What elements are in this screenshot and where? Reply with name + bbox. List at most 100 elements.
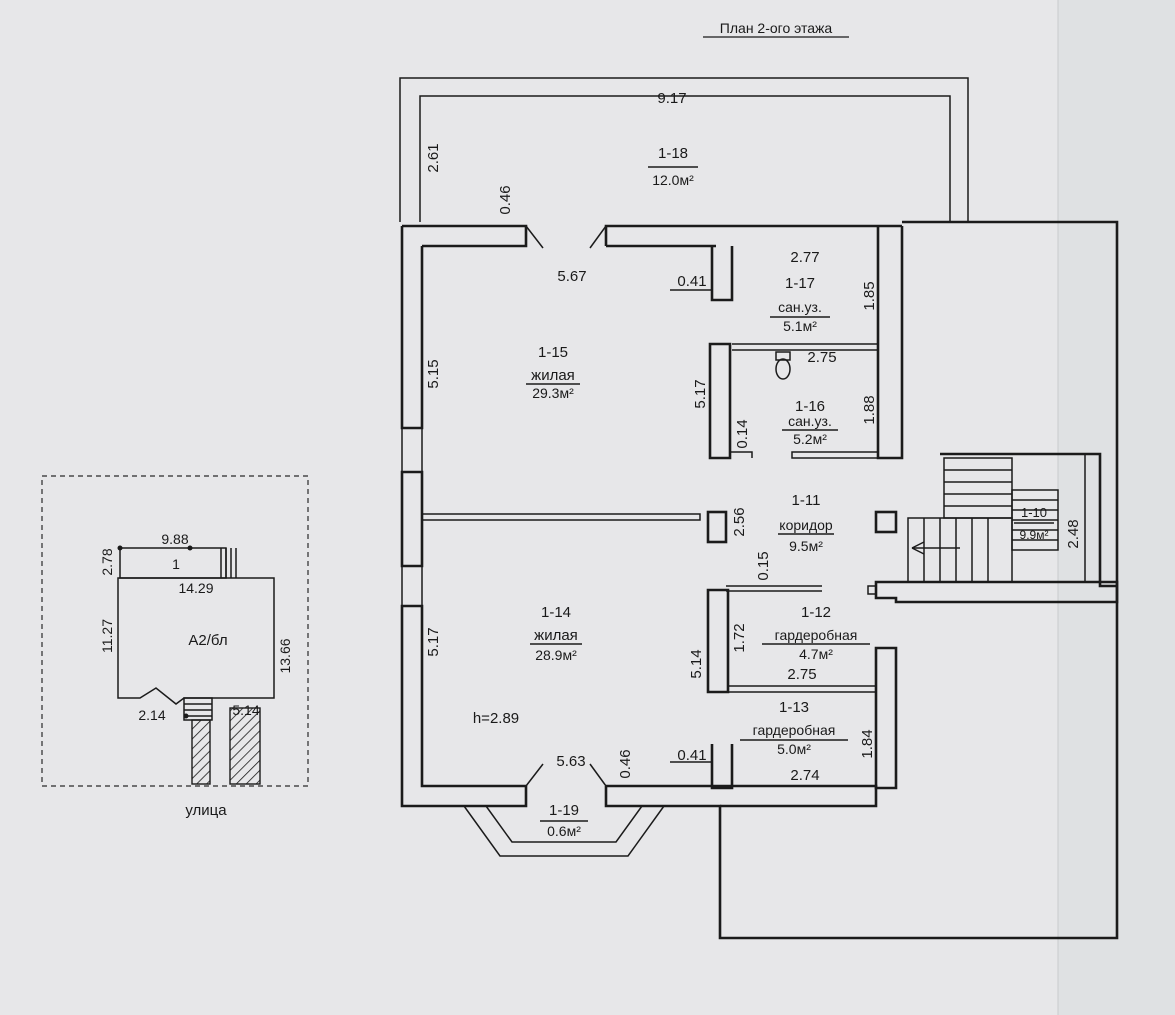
dim-514-mid: 5.14 <box>688 649 705 678</box>
svg-text:0.6м²: 0.6м² <box>547 823 581 839</box>
column-left <box>706 510 728 544</box>
site-path-right <box>229 707 261 785</box>
left-wall-lower <box>400 604 528 808</box>
wardrobe-divider <box>728 685 877 693</box>
bath-separator <box>732 343 879 351</box>
site-building-label: А2/бл <box>188 632 227 649</box>
svg-text:гардеробная: гардеробная <box>775 627 858 643</box>
top-wall-left <box>402 224 528 248</box>
dim-275-mid: 2.75 <box>787 666 816 683</box>
dim-172: 1.72 <box>731 623 748 652</box>
bath-wall-left-lower <box>708 342 732 460</box>
wardrobe-right-wall <box>874 646 898 790</box>
svg-text:1-15: 1-15 <box>538 344 568 361</box>
dim-248: 2.48 <box>1065 519 1082 548</box>
bath-bottom-left <box>730 451 753 458</box>
dim-277: 2.77 <box>790 249 819 266</box>
svg-text:жилая: жилая <box>534 627 578 644</box>
terrace-outer-outline <box>399 77 969 222</box>
svg-text:1-12: 1-12 <box>801 604 831 621</box>
svg-text:жилая: жилая <box>531 367 575 384</box>
dim-274: 2.74 <box>790 767 819 784</box>
site-boundary <box>41 475 309 787</box>
room-1-10-label: 1-10 9.9м² <box>1014 505 1054 542</box>
toilet-icon <box>775 351 791 380</box>
site-building-outline <box>117 577 275 705</box>
door-left-leaf <box>525 225 544 249</box>
room-1-17-label: 1-17 сан.уз. 5.1м² <box>770 275 830 334</box>
terrace-inner-outline <box>419 95 951 222</box>
site-steps <box>220 548 237 578</box>
site-dim-1429: 14.29 <box>178 580 213 596</box>
room-1-15-label: 1-15 жилая 29.3м² <box>526 344 580 401</box>
dim-184: 1.84 <box>859 729 876 758</box>
svg-text:сан.уз.: сан.уз. <box>788 413 832 429</box>
bottom-wall-inner <box>606 784 878 808</box>
dim-515-left: 5.15 <box>425 359 442 388</box>
svg-text:1-11: 1-11 <box>792 492 821 509</box>
site-point-2 <box>187 545 193 551</box>
svg-text:гардеробная: гардеробная <box>753 722 836 738</box>
partition-15-14 <box>422 513 701 521</box>
svg-text:12.0м²: 12.0м² <box>652 172 694 188</box>
site-path-left <box>191 719 211 785</box>
column-right <box>874 510 898 534</box>
svg-text:5.1м²: 5.1м² <box>783 318 817 334</box>
left-wall-upper <box>400 226 424 430</box>
svg-text:1-18: 1-18 <box>658 145 688 162</box>
site-dim-988: 9.88 <box>161 531 188 547</box>
dim-046-top: 0.46 <box>497 185 514 214</box>
svg-text:28.9м²: 28.9м² <box>535 647 577 663</box>
room-1-13-label: 1-13 гардеробная 5.0м² <box>740 699 848 757</box>
dim-left-261: 2.61 <box>425 143 442 172</box>
svg-text:1-17: 1-17 <box>785 275 815 292</box>
bath-bottom-right <box>791 451 879 459</box>
svg-text:1-13: 1-13 <box>779 699 809 716</box>
room-1-18-label: 1-18 12.0м² <box>648 145 698 188</box>
svg-text:1-16: 1-16 <box>795 398 825 415</box>
svg-text:4.7м²: 4.7м² <box>799 646 833 662</box>
room-1-14-label: 1-14 жилая 28.9м² <box>530 604 582 663</box>
dim-188: 1.88 <box>861 395 878 424</box>
door-right-leaf <box>589 225 607 249</box>
dim-563: 5.63 <box>556 753 585 770</box>
staircase <box>907 457 1059 583</box>
dim-517-mid: 5.17 <box>692 379 709 408</box>
dim-041-top: 0.41 <box>677 273 706 290</box>
dim-256: 2.56 <box>731 507 748 536</box>
site-dim-278: 2.78 <box>99 548 115 575</box>
left-wall-middle <box>400 470 424 568</box>
bay-window-outer <box>463 805 665 857</box>
svg-text:9.5м²: 9.5м² <box>789 538 823 554</box>
svg-text:1-14: 1-14 <box>541 604 571 621</box>
stair-landing-nub <box>867 585 877 595</box>
site-label-1: 1 <box>172 556 180 572</box>
svg-text:1-19: 1-19 <box>549 802 579 819</box>
svg-text:5.2м²: 5.2м² <box>793 431 827 447</box>
dim-014: 0.14 <box>734 419 751 448</box>
dim-015: 0.15 <box>755 551 772 580</box>
site-dim-1366: 13.66 <box>277 638 293 673</box>
dim-185: 1.85 <box>861 281 878 310</box>
svg-text:9.9м²: 9.9м² <box>1020 528 1049 542</box>
svg-text:29.3м²: 29.3м² <box>532 385 574 401</box>
door-bottom-left <box>525 763 544 787</box>
dim-046-bottom: 0.46 <box>617 749 634 778</box>
dimension-labels: 9.17 2.61 0.46 5.67 0.41 2.77 1.85 2.75 … <box>425 90 1082 784</box>
room-1-12-label: 1-12 гардеробная 4.7м² <box>762 604 870 662</box>
svg-text:5.0м²: 5.0м² <box>777 741 811 757</box>
wardrobe-wall-left <box>706 588 730 694</box>
room-1-19-label: 1-19 0.6м² <box>540 802 588 839</box>
dim-517-left-lower: 5.17 <box>425 627 442 656</box>
second-floor-plan <box>399 77 1119 940</box>
dim-top-917: 9.17 <box>657 90 686 107</box>
room-1-16-label: 1-16 сан.уз. 5.2м² <box>782 398 838 447</box>
bath-wall-left-upper <box>710 246 734 302</box>
site-street-label: улица <box>185 802 227 819</box>
dim-041-bottom: 0.41 <box>677 747 706 764</box>
svg-text:сан.уз.: сан.уз. <box>778 299 822 315</box>
bay-window-inner <box>485 805 643 843</box>
stair-landing-wall <box>874 580 1119 604</box>
ceiling-height: h=2.89 <box>473 710 519 727</box>
